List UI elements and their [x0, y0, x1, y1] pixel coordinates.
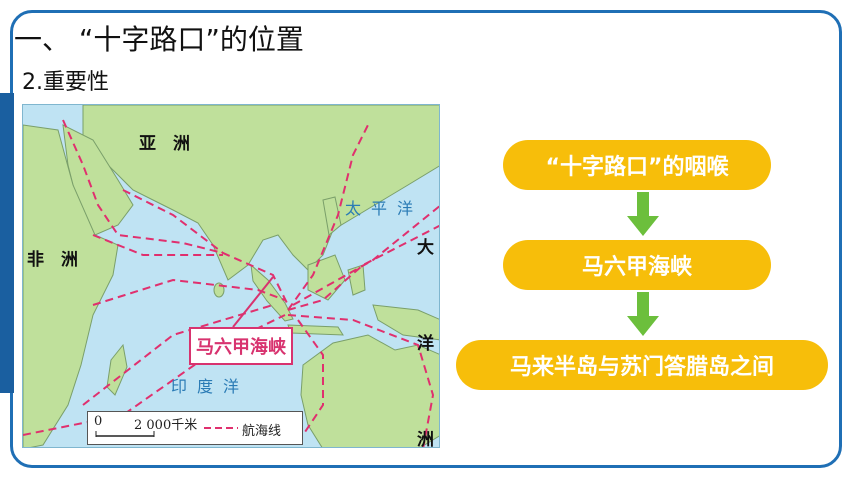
- flow-step-2: 马六甲海峡: [503, 240, 771, 290]
- slide-subtitle: 2.重要性: [22, 70, 109, 95]
- scale-zero: 0: [94, 414, 103, 429]
- label-indian-ocean: 印度洋: [171, 377, 250, 396]
- sumatra: [250, 263, 294, 322]
- label-asia: 亚 洲: [139, 134, 190, 154]
- map-legend: 0 2 000千米 航海线: [87, 411, 303, 445]
- down-arrow-icon: [627, 292, 659, 336]
- madagascar: [106, 343, 128, 396]
- label-oceania-3: 洲: [417, 430, 434, 448]
- label-pacific: 太平洋: [345, 199, 424, 218]
- malacca-callout: 马六甲海峡: [189, 327, 293, 365]
- asia-landmass: [82, 105, 439, 281]
- map-image: 亚 洲 非 洲 太平洋 印度洋 大 洋 洲 马六甲海峡 0 2 000千米 航海…: [22, 104, 440, 448]
- label-africa: 非 洲: [27, 250, 78, 270]
- flow-step-1: “十字路口”的咽喉: [503, 140, 771, 190]
- africa-landmass: [23, 124, 119, 447]
- sea-routes: [23, 119, 439, 447]
- label-oceania-1: 大: [417, 238, 434, 258]
- scale-value: 2 000千米: [134, 418, 198, 433]
- route-legend-label: 航海线: [242, 424, 282, 439]
- australia-landmass: [300, 334, 439, 447]
- slide-title: 一、 “十字路口”的位置: [14, 23, 304, 56]
- left-accent-bar: [0, 93, 14, 393]
- label-oceania-2: 洋: [417, 334, 434, 354]
- down-arrow-icon: [627, 192, 659, 236]
- scale-bar: [95, 427, 238, 437]
- callout-pointer: [232, 276, 274, 328]
- flow-step-3: 马来半岛与苏门答腊岛之间: [456, 340, 828, 390]
